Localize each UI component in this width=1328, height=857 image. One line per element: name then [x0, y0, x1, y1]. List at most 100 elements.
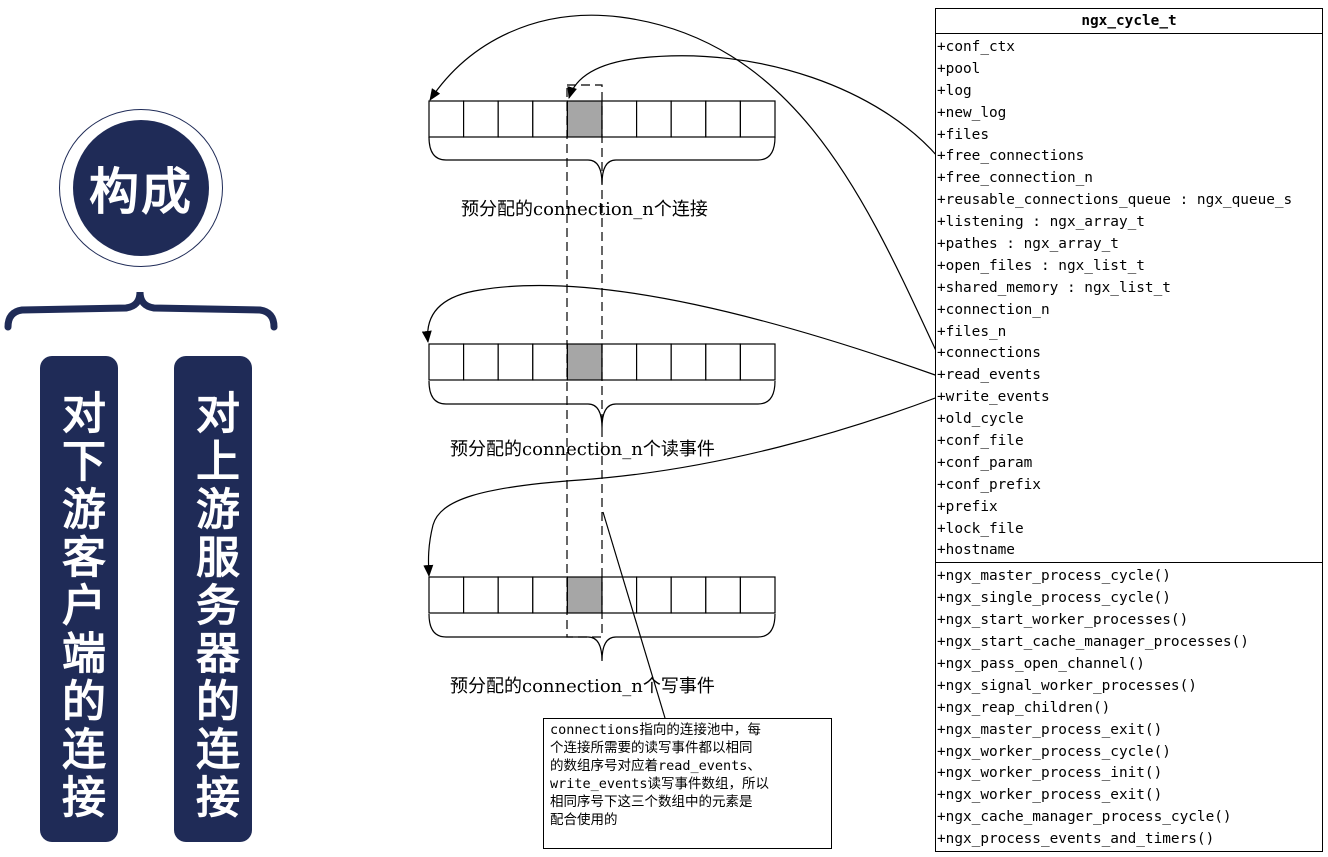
class-method: +ngx_signal_worker_processes()	[937, 677, 1197, 694]
composition-circle: 构成	[73, 120, 209, 256]
class-attribute: +pathes : ngx_array_t	[937, 236, 1119, 253]
note-line: write_events读写事件数组，所以	[550, 776, 770, 792]
array-cell	[705, 343, 741, 381]
class-attribute: +conf_ctx	[937, 39, 1015, 55]
array-cell	[497, 343, 534, 381]
array-cell	[497, 100, 534, 138]
arrow-connections-to-array	[429, 14, 939, 356]
class-method: +ngx_cache_manager_process_cycle()	[937, 809, 1232, 826]
class-method: +ngx_start_cache_manager_processes()	[937, 634, 1249, 651]
class-attribute: +reusable_connections_queue : ngx_queue_…	[937, 192, 1293, 209]
class-attribute: +connection_n	[937, 301, 1050, 318]
class-attribute: +files	[937, 126, 989, 143]
class-method: +ngx_worker_process_cycle()	[937, 743, 1171, 760]
array-cell-highlighted	[566, 343, 603, 381]
class-attribute: +new_log	[937, 104, 1007, 121]
class-attribute: +lock_file	[937, 520, 1024, 537]
pointer-arrows	[421, 14, 939, 577]
array-cell	[532, 100, 568, 138]
array-cell	[705, 576, 741, 614]
class-methods: +ngx_master_process_cycle() +ngx_single_p…	[936, 563, 1322, 851]
array-cell	[601, 343, 638, 381]
note-pointer-line	[602, 511, 666, 719]
composition-label: 构成	[89, 163, 193, 221]
array-cell	[428, 100, 465, 138]
array-cell	[739, 343, 776, 381]
class-attribute: +open_files : ngx_list_t	[937, 257, 1145, 274]
class-attribute: +free_connection_n	[937, 170, 1093, 187]
class-method: +ngx_single_process_cycle()	[937, 590, 1171, 607]
class-method: +ngx_master_process_exit()	[937, 721, 1163, 738]
class-method: +ngx_process_events_and_timers()	[937, 831, 1215, 848]
caption-write-events: 预分配的connection_n个写事件	[450, 676, 715, 697]
array-cell	[635, 576, 672, 614]
class-method: +ngx_start_worker_processes()	[937, 612, 1189, 629]
array-cell	[428, 343, 465, 381]
class-attribute: +prefix	[937, 498, 998, 515]
class-attribute: +shared_memory : ngx_list_t	[937, 279, 1171, 296]
note-line: 配合使用的	[550, 812, 618, 828]
note-line: 相同序号下这三个数组中的元素是	[550, 794, 753, 810]
ngx-cycle-t-class-box: ngx_cycle_t +conf_ctx +pool +log +new_log +f…	[935, 8, 1323, 852]
class-attribute: +read_events	[937, 367, 1041, 384]
arrow-free-connections	[567, 55, 939, 158]
array-cell	[670, 100, 707, 138]
class-attribute: +write_events	[937, 389, 1050, 406]
left-brace	[4, 291, 278, 331]
class-attribute: +conf_prefix	[937, 476, 1041, 493]
array-cell	[497, 576, 534, 614]
class-method: +ngx_worker_process_init()	[937, 765, 1163, 782]
array-cell-highlighted	[566, 576, 603, 614]
array-cell	[670, 576, 707, 614]
class-attribute: +hostname	[937, 542, 1015, 559]
upstream-connection-pill: 对上游服务器的连接	[174, 356, 252, 842]
array-cell	[532, 576, 568, 614]
array-cell	[532, 343, 568, 381]
same-index-dashed-box	[566, 84, 603, 638]
array-cell	[601, 576, 638, 614]
class-title: ngx_cycle_t	[936, 9, 1322, 34]
connections-array	[428, 100, 776, 138]
class-attribute: +files_n	[937, 323, 1007, 340]
class-attribute: +log	[937, 82, 972, 99]
downstream-connection-pill: 对下游客户端的连接	[40, 356, 118, 842]
class-attribute: +conf_param	[937, 454, 1033, 471]
array-cell	[705, 100, 741, 138]
array-cell-highlighted	[566, 100, 603, 138]
arrays-group	[428, 100, 776, 614]
array-cell	[601, 100, 638, 138]
arrow-read-events	[421, 284, 939, 377]
annotation-note: connections指向的连接池中，每 个连接所需要的读写事件都以相同 的数组…	[543, 718, 832, 849]
note-line: 个连接所需要的读写事件都以相同	[550, 740, 753, 756]
array-cell	[463, 100, 499, 138]
array-cell	[428, 576, 465, 614]
class-attribute: +listening : ngx_array_t	[937, 214, 1145, 231]
array-cell	[463, 576, 499, 614]
class-attribute: +conf_file	[937, 433, 1024, 450]
caption-read-events: 预分配的connection_n个读事件	[450, 439, 715, 460]
note-line: connections指向的连接池中，每	[550, 722, 761, 738]
class-attribute: +old_cycle	[937, 411, 1024, 428]
class-attribute: +connections	[937, 345, 1041, 362]
array-cell	[739, 576, 776, 614]
class-attribute: +pool	[937, 60, 981, 77]
class-attributes: +conf_ctx +pool +log +new_log +files +free_co…	[936, 34, 1322, 564]
arrow-write-events	[423, 396, 939, 577]
upstream-connection-label: 对上游服务器的连接	[188, 390, 239, 822]
brace-write-events	[428, 613, 776, 662]
write-events-array	[428, 576, 776, 614]
array-cell	[463, 343, 499, 381]
array-cell	[635, 343, 672, 381]
class-attribute: +free_connections	[937, 148, 1085, 165]
downstream-connection-label: 对下游客户端的连接	[54, 390, 105, 822]
array-cell	[739, 100, 776, 138]
read-events-array	[428, 343, 776, 381]
caption-connections: 预分配的connection_n个连接	[461, 199, 708, 220]
class-method: +ngx_pass_open_channel()	[937, 655, 1145, 672]
class-method: +ngx_master_process_cycle()	[937, 568, 1171, 585]
class-method: +ngx_reap_children()	[937, 699, 1111, 716]
array-cell	[635, 100, 672, 138]
array-cell	[670, 343, 707, 381]
